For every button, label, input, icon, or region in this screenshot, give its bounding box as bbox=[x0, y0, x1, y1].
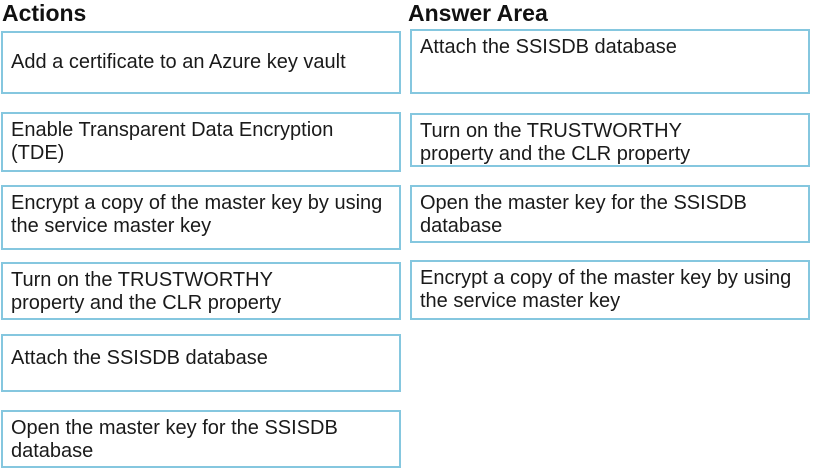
action-item-label: Encrypt a copy of the master key by usin… bbox=[11, 192, 383, 237]
action-item-enable-tde[interactable]: Enable Transparent Data Encryption (TDE) bbox=[1, 112, 401, 172]
answer-slot-1[interactable]: Attach the SSISDB database bbox=[410, 29, 810, 94]
action-item-label: Enable Transparent Data Encryption (TDE) bbox=[11, 119, 334, 164]
action-item-label: Open the master key for the SSISDB datab… bbox=[11, 417, 338, 462]
actions-column-title: Actions bbox=[2, 0, 87, 26]
answer-slot-label: Open the master key for the SSISDB datab… bbox=[420, 192, 747, 237]
action-item-trustworthy-clr[interactable]: Turn on the TRUSTWORTHY property and the… bbox=[1, 262, 401, 320]
action-item-add-certificate[interactable]: Add a certificate to an Azure key vault bbox=[1, 31, 401, 94]
answer-slot-label: Encrypt a copy of the master key by usin… bbox=[420, 267, 792, 312]
action-item-label: Turn on the TRUSTWORTHY property and the… bbox=[11, 269, 282, 314]
action-item-label: Add a certificate to an Azure key vault bbox=[11, 51, 346, 73]
answer-slot-3[interactable]: Open the master key for the SSISDB datab… bbox=[410, 185, 810, 243]
answer-slot-label: Turn on the TRUSTWORTHY property and the… bbox=[420, 120, 691, 165]
action-item-open-master-key[interactable]: Open the master key for the SSISDB datab… bbox=[1, 410, 401, 468]
action-item-attach-ssisdb[interactable]: Attach the SSISDB database bbox=[1, 334, 401, 392]
answer-slot-2[interactable]: Turn on the TRUSTWORTHY property and the… bbox=[410, 113, 810, 167]
answer-slot-4[interactable]: Encrypt a copy of the master key by usin… bbox=[410, 260, 810, 320]
action-item-encrypt-master-key[interactable]: Encrypt a copy of the master key by usin… bbox=[1, 185, 401, 250]
answer-slot-label: Attach the SSISDB database bbox=[420, 36, 677, 58]
action-item-label: Attach the SSISDB database bbox=[11, 347, 268, 369]
answer-area-column-title: Answer Area bbox=[408, 0, 548, 26]
